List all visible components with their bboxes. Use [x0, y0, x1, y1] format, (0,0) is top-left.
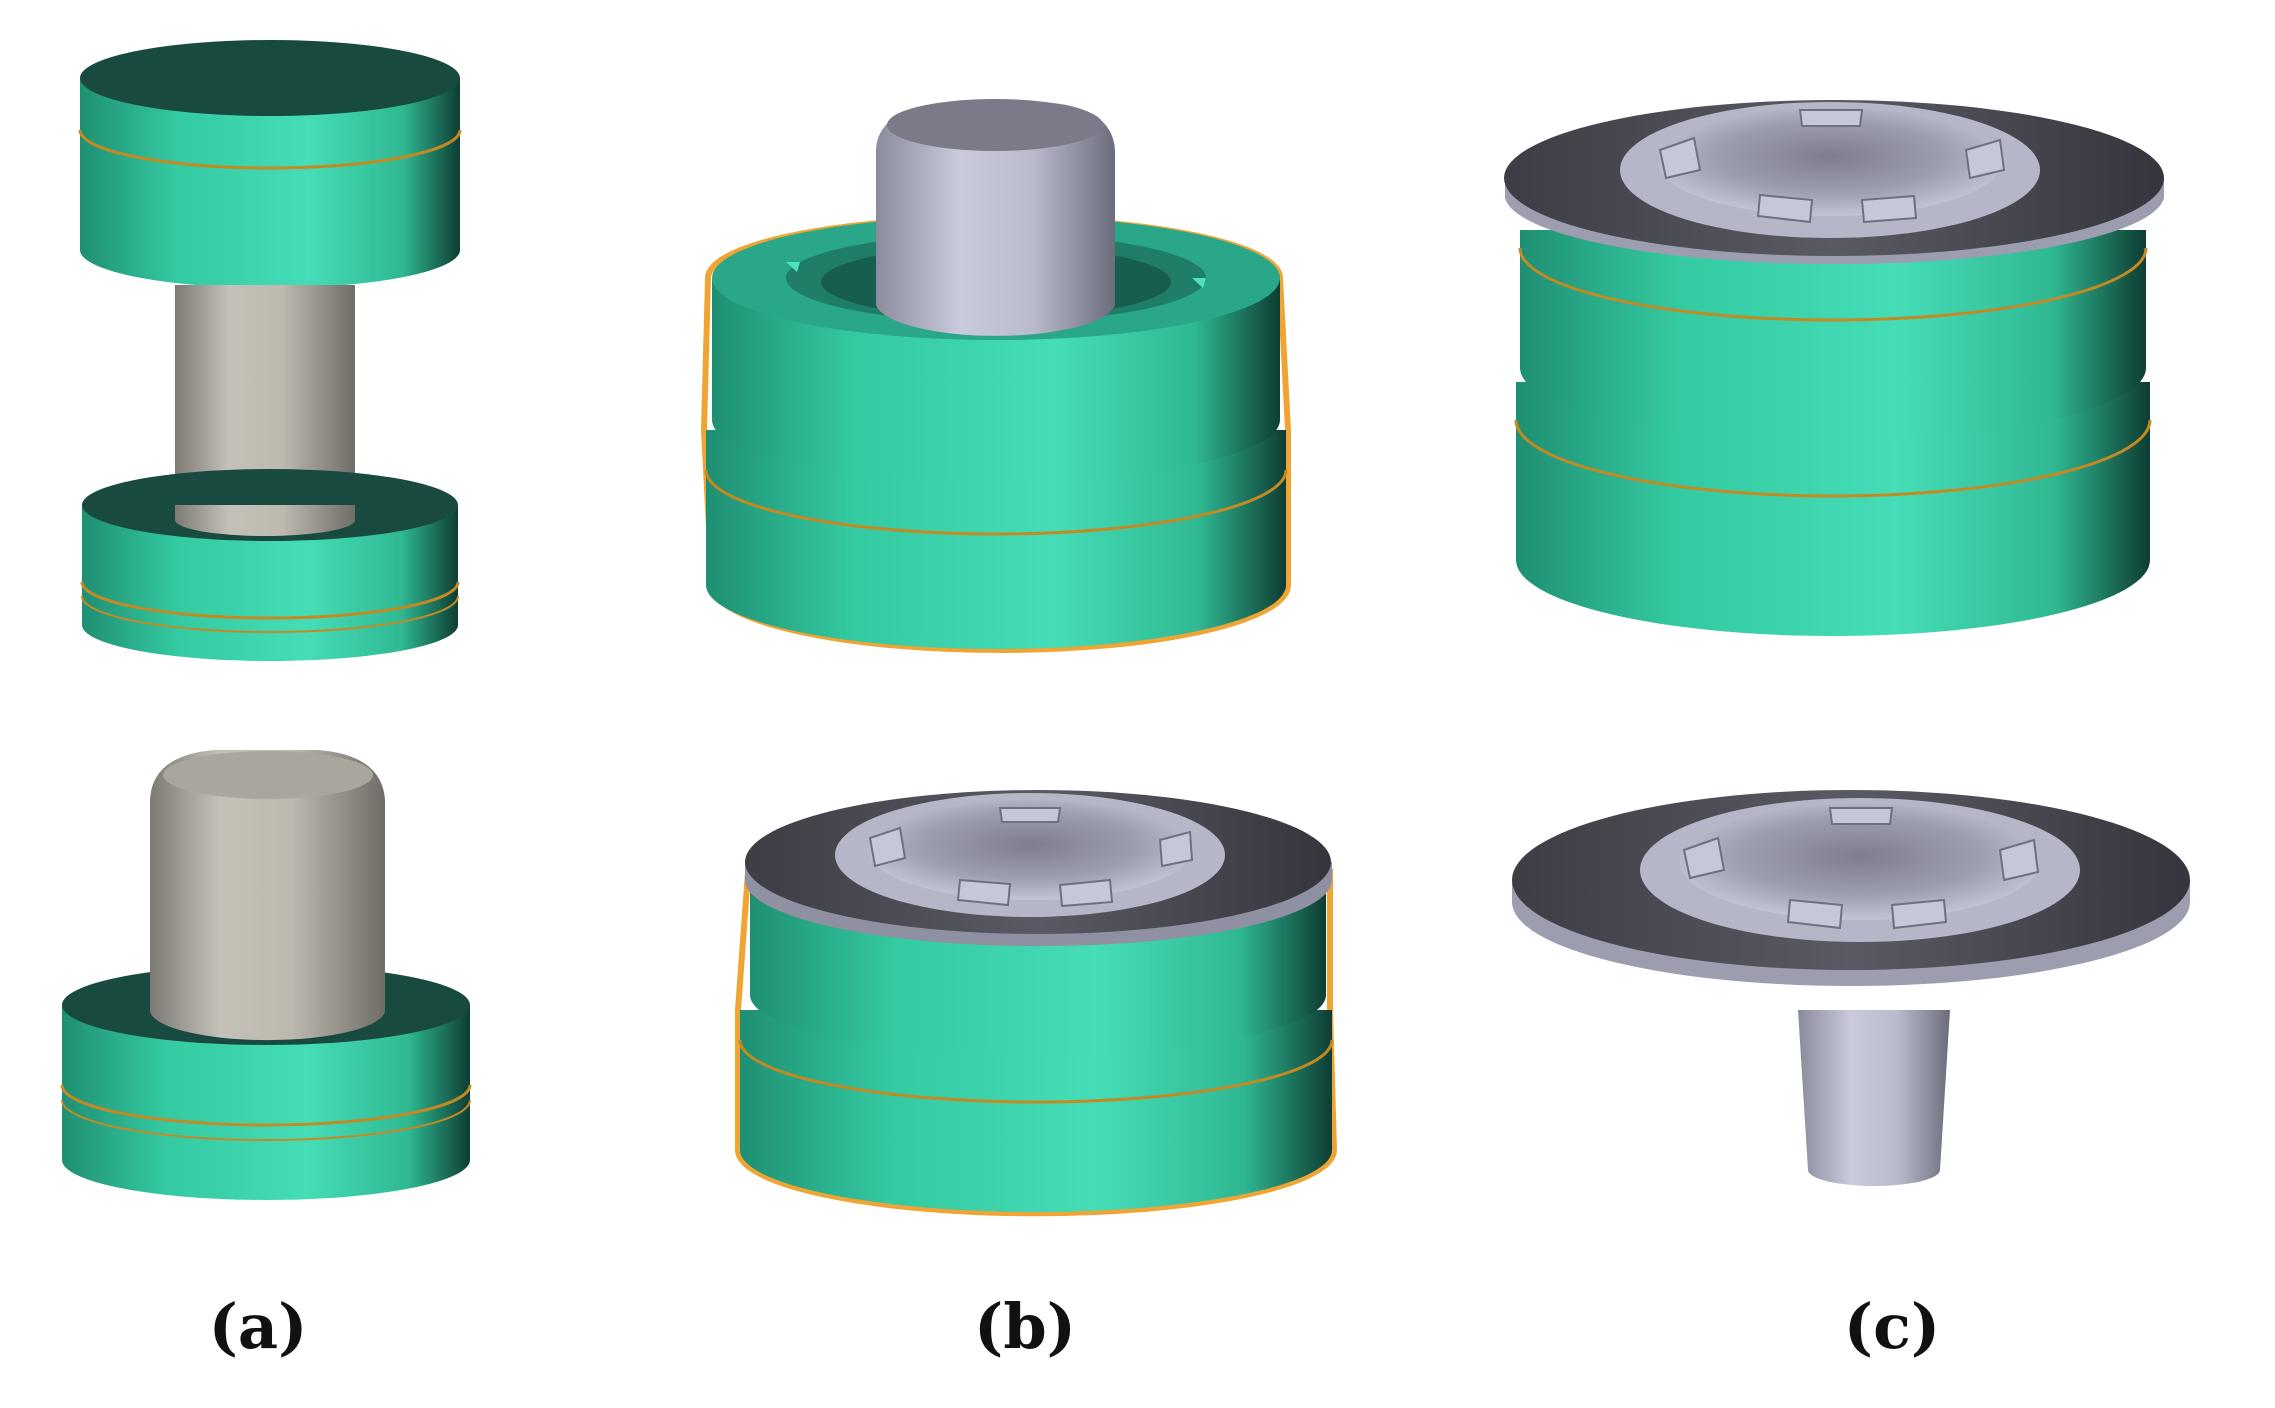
forged-part-teeth [868, 807, 1194, 908]
forged-part-teeth [1658, 109, 2006, 224]
upset-billet [150, 750, 385, 1041]
forged-part-teeth [1682, 807, 2040, 930]
die-split-line [704, 469, 1288, 536]
upper-die-top [80, 40, 460, 116]
die-split-line-upper [1518, 247, 2148, 322]
die-outline [735, 869, 1338, 1217]
panel-a-bottom-assembly [60, 750, 472, 1200]
die-notch-left [786, 262, 800, 272]
panel-c-top-assembly [1504, 100, 2164, 636]
panel-label-a: (a) [208, 1290, 308, 1363]
lower-die-side [740, 1010, 1332, 1212]
panel-c-bottom-assembly [1512, 790, 2190, 1186]
upper-die-side [80, 78, 460, 288]
panel-label-c: (c) [1843, 1290, 1941, 1363]
lower-die-split-line [80, 581, 460, 620]
lower-die-side [82, 505, 458, 661]
upset-billet-top [163, 751, 373, 799]
die-notch-right [1192, 278, 1206, 288]
forged-part-dish [1680, 804, 2040, 920]
lower-die-split-line-2 [81, 595, 459, 633]
die-split-line [738, 1039, 1334, 1104]
die-split-line [1514, 419, 2152, 498]
panel-b-bottom-assembly [735, 790, 1338, 1217]
forged-part-dish [868, 800, 1192, 900]
upper-die-split-line [78, 129, 462, 170]
punch [876, 102, 1115, 336]
upper-die-side [1520, 230, 2146, 440]
lower-die-side [1516, 382, 2150, 636]
lower-die-side [706, 430, 1286, 649]
forged-part-dish [1658, 108, 2002, 216]
panel-b-top-assembly [700, 99, 1291, 653]
panel-label-b: (b) [973, 1290, 1077, 1363]
punch-top [887, 99, 1103, 151]
billet-cylinder [175, 285, 355, 523]
lower-die-split-line [60, 1084, 472, 1127]
forged-part-stem [1798, 1010, 1950, 1186]
lower-die-split-line-2 [61, 1099, 471, 1141]
lower-die-side [62, 1005, 470, 1200]
panel-a-top-assembly [78, 40, 462, 661]
billet-base [175, 505, 355, 536]
